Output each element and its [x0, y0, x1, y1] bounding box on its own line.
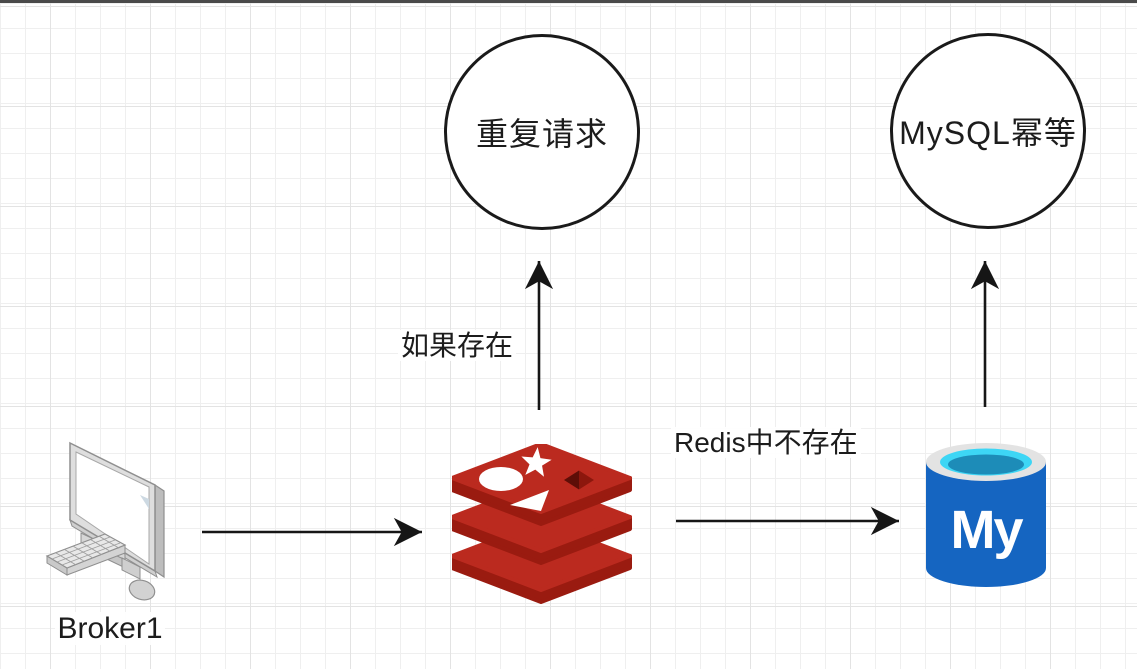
- node-redis[interactable]: [452, 444, 632, 604]
- desktop-computer-icon: [45, 441, 165, 601]
- mysql-database-icon: My: [926, 443, 1046, 587]
- redis-star-shape: [521, 447, 552, 477]
- mysql-icon-text: My: [950, 500, 1023, 560]
- redis-diamond-shape: [564, 470, 579, 490]
- node-mysql-idempotent-label: MySQL幂等: [899, 115, 1077, 151]
- node-duplicate-request-label: 重复请求: [475, 116, 608, 152]
- node-mysql[interactable]: My: [925, 435, 1047, 592]
- node-broker[interactable]: [45, 438, 185, 608]
- edge-label-redis-missing[interactable]: Redis中不存在: [671, 421, 861, 461]
- edge-label-if-exists[interactable]: 如果存在: [398, 324, 517, 364]
- node-broker-label[interactable]: Broker1: [55, 612, 165, 645]
- node-duplicate-request[interactable]: 重复请求: [444, 34, 640, 230]
- redis-triangle-shape: [510, 490, 549, 511]
- node-mysql-idempotent[interactable]: MySQL幂等: [890, 33, 1086, 229]
- redis-circle-shape: [479, 467, 523, 491]
- window-top-edge: [0, 0, 1137, 3]
- redis-icon: [452, 444, 632, 604]
- redis-diamond-shape: [579, 470, 594, 490]
